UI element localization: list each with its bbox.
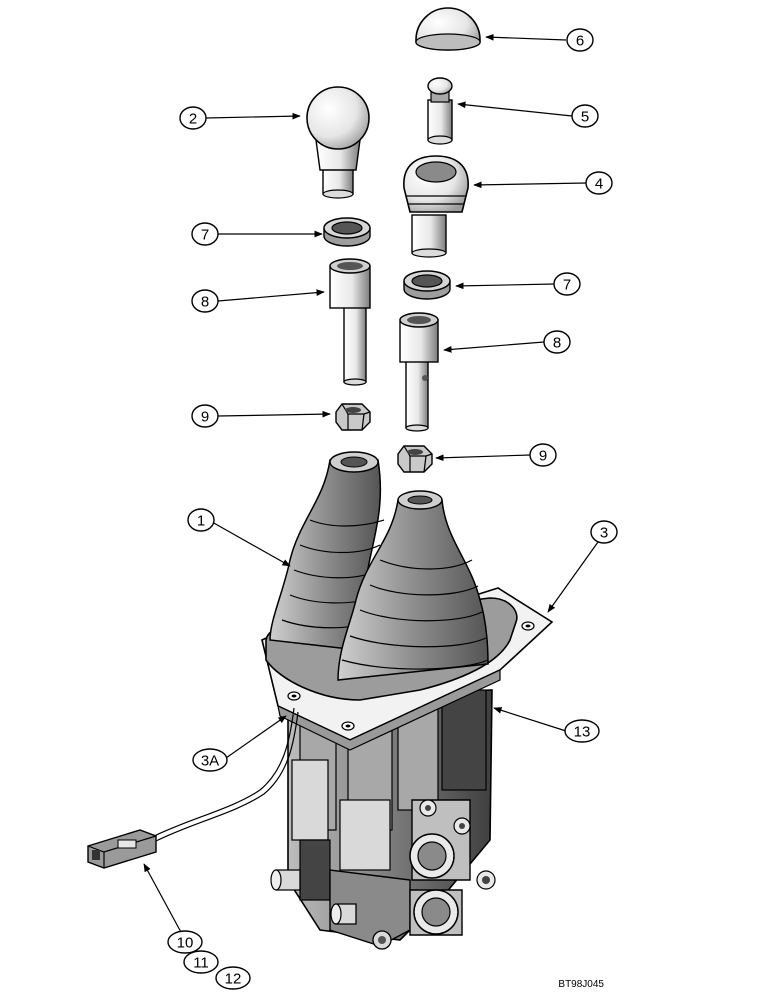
svg-text:12: 12 — [225, 971, 242, 988]
callout-7-left: 7 — [191, 222, 219, 246]
svg-text:3A: 3A — [201, 753, 219, 770]
svg-text:7: 7 — [563, 277, 571, 294]
svg-text:9: 9 — [201, 409, 209, 426]
svg-text:9: 9 — [539, 448, 547, 465]
callout-12: 12 — [215, 966, 251, 990]
svg-text:8: 8 — [201, 294, 209, 311]
svg-text:2: 2 — [189, 111, 197, 128]
rubber-boot-part — [265, 451, 518, 701]
valve-body-part — [270, 689, 496, 950]
left-hex-nut-part — [335, 403, 371, 431]
callout-8-right: 8 — [543, 330, 571, 354]
callout-6: 6 — [566, 28, 594, 52]
drawing-code: BT98J045 — [558, 979, 604, 990]
wire-harness-part — [149, 707, 299, 843]
left-washer-part — [323, 217, 371, 247]
svg-text:3: 3 — [600, 525, 608, 542]
callout-10: 10 — [167, 930, 203, 954]
callout-3: 3 — [590, 520, 618, 544]
svg-text:13: 13 — [574, 724, 591, 741]
svg-text:1: 1 — [197, 513, 205, 530]
svg-text:10: 10 — [177, 935, 194, 952]
plunger-pin-part — [427, 77, 453, 145]
callout-11: 11 — [183, 950, 219, 974]
leader-lines — [143, 33, 599, 935]
right-washer-part — [403, 270, 451, 300]
callout-13: 13 — [564, 719, 600, 743]
dome-cap-part — [415, 7, 481, 51]
callout-1: 1 — [187, 508, 215, 532]
callout-9-right: 9 — [529, 443, 557, 467]
right-sleeve-shaft-part — [399, 312, 439, 432]
svg-text:11: 11 — [193, 955, 209, 972]
callout-9-left: 9 — [191, 404, 219, 428]
left-ball-knob-part — [306, 86, 370, 199]
callout-2: 2 — [179, 106, 207, 130]
svg-text:7: 7 — [201, 227, 209, 244]
left-sleeve-shaft-part — [329, 258, 371, 386]
svg-text:6: 6 — [576, 33, 584, 50]
svg-text:5: 5 — [581, 109, 589, 126]
callout-4: 4 — [585, 171, 613, 195]
right-hex-nut-part — [397, 445, 433, 473]
svg-text:8: 8 — [553, 335, 561, 352]
callout-7-right: 7 — [553, 272, 581, 296]
callout-8-left: 8 — [191, 289, 219, 313]
electrical-connector-part — [87, 829, 157, 869]
right-switch-knob-part — [403, 155, 469, 258]
svg-text:4: 4 — [595, 176, 603, 193]
callout-5: 5 — [571, 104, 599, 128]
callout-3a: 3A — [192, 748, 228, 772]
